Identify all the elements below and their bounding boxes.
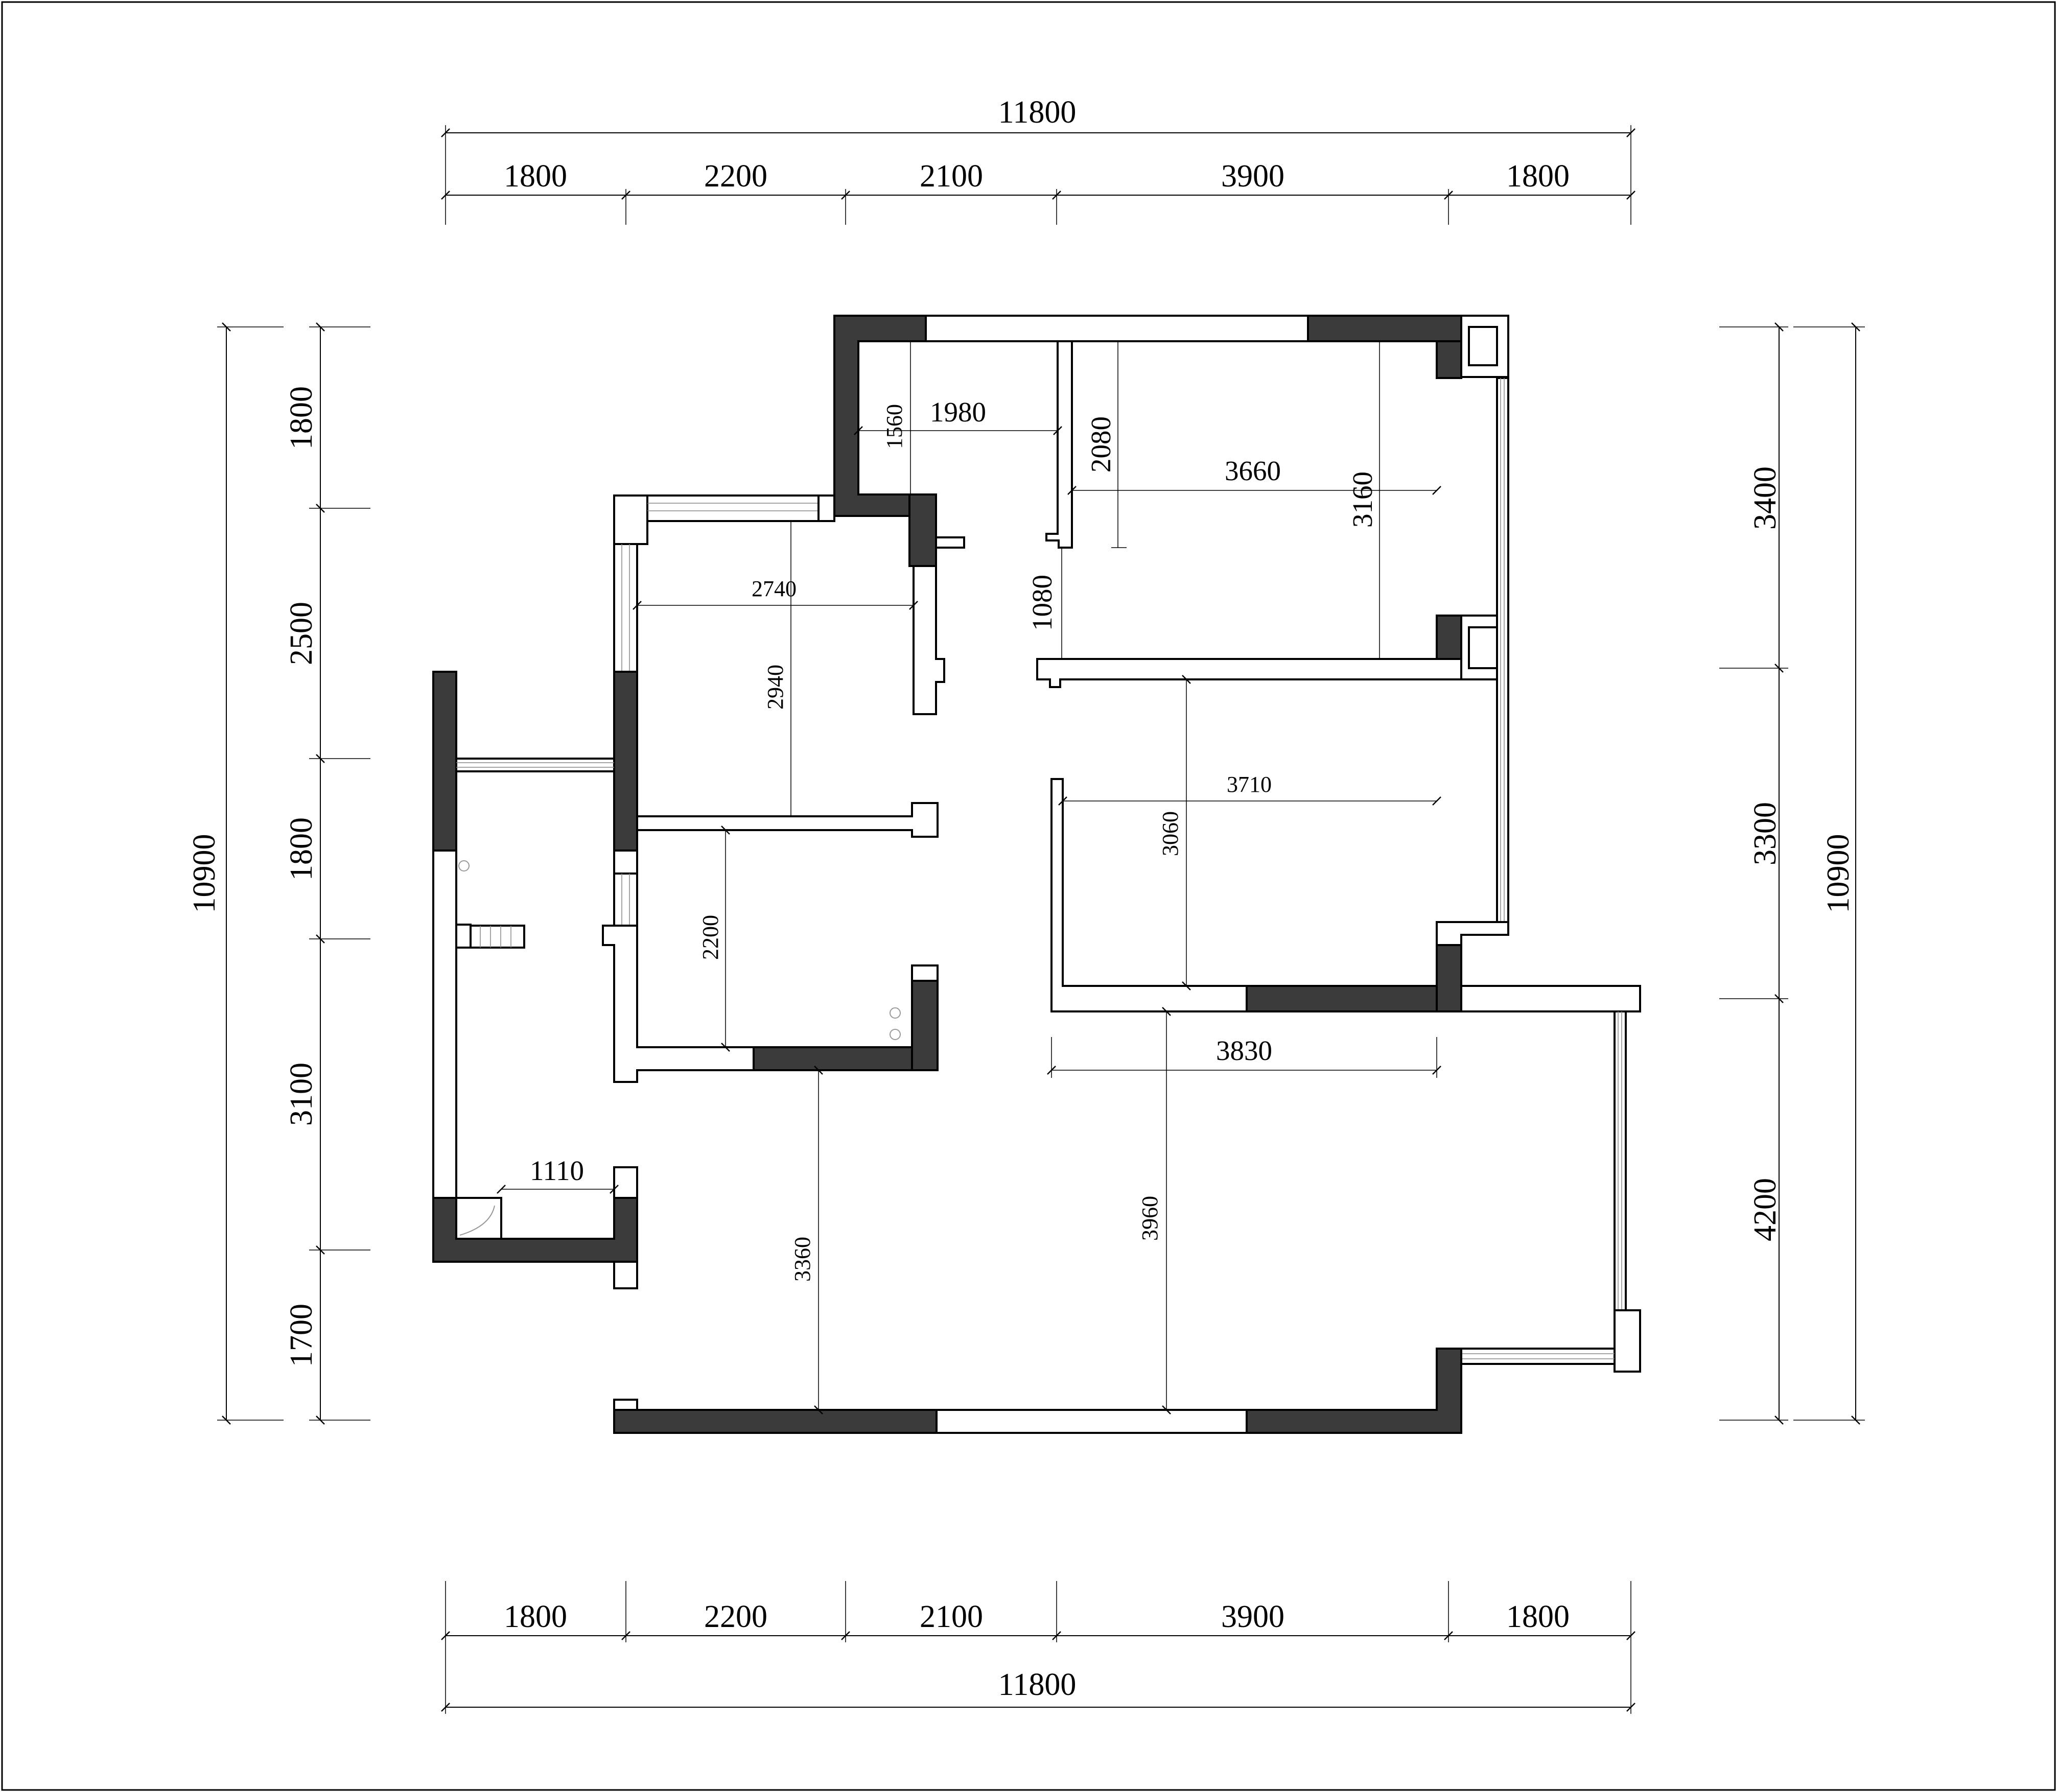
bottom-dimensions: 1800 2200 2100 3900 1800 11800 [441,1581,1635,1714]
wall-west-wing-stub [455,924,472,949]
bath-fixture-1 [890,1007,901,1019]
top-seg-5: 1800 [1506,159,1570,194]
top-total-label: 11800 [998,95,1077,130]
walls [432,315,1641,1434]
interior-dimensions: 1980 1560 2080 3660 3160 1080 2740 2940 … [497,341,1441,1414]
entry-depth-label: 1560 [882,404,907,449]
wall-balcony-stub-bottom [613,1261,638,1289]
living-depth-label: 3960 [1137,1196,1162,1241]
corridor-gap-label: 1080 [1026,575,1058,631]
left-seg-1: 1800 [284,386,319,450]
left-dimensions: 10900 1800 2500 1800 3100 1700 [187,322,370,1425]
top-seg-1: 1800 [504,159,567,194]
wall-west-wing-white [432,850,457,1199]
living-width-label: 3830 [1216,1035,1272,1066]
wall-corridor-west [913,565,945,715]
wall-entry-west [833,315,927,517]
window-bedrooms-east [1496,377,1509,931]
left-seg-4: 3100 [284,1063,319,1126]
bottom-seg-5: 1800 [1506,1599,1570,1634]
wall-nw-north-stub [817,494,835,522]
bedroom2-width-label: 3710 [1227,772,1272,797]
window-nw-north [646,494,820,522]
bathroom-depth-label: 2200 [698,915,723,960]
wall-living-north [1460,985,1641,1012]
wall-bedroom1-se-dark [1436,615,1462,662]
bath-fixture-2 [890,1029,901,1040]
balcony-appliance [455,1197,502,1240]
wall-bath-south-dark [753,1046,913,1071]
top-seg-2: 2200 [704,159,767,194]
wall-bedroom1-west [1045,340,1073,549]
wall-top-white [925,315,1309,342]
column-mid-right-inner [1468,626,1498,669]
left-seg-5: 1700 [284,1304,319,1367]
dining-depth-label: 3360 [790,1237,815,1282]
top-dimensions: 11800 1800 2200 2100 3900 1800 [441,95,1635,225]
balcony-width-label: 1110 [530,1155,584,1186]
wall-bedroom1-ne [1436,340,1462,379]
right-total-label: 10900 [1821,834,1856,913]
bedroom2-depth-label: 3060 [1158,811,1183,856]
entry-width-label: 1980 [930,396,986,428]
bottom-seg-4: 3900 [1221,1599,1284,1634]
wall-west-wing-dark [432,671,457,852]
window-bath-west [613,873,638,927]
wall-bath-east-dark [911,980,939,1071]
top-seg-4: 3900 [1221,159,1284,194]
window-living-east [1614,1010,1627,1311]
right-dimensions: 3400 3300 4200 10900 [1719,322,1865,1425]
column-top-right-inner [1468,326,1498,366]
wall-south-door [936,1409,1248,1434]
wall-nw-corner [613,494,648,545]
wall-living-east-pier [1614,1309,1641,1373]
wall-bedroom2-west [1050,778,1248,1012]
right-seg-1: 3400 [1748,466,1783,530]
wall-balcony-stub-top [613,1166,638,1199]
window-nw-west [613,543,638,673]
balcony-appliance-curve [459,1205,495,1236]
wall-south-east-dark [1246,1348,1462,1434]
bottom-seg-3: 2100 [920,1599,983,1634]
bedroom1-width-label: 3660 [1225,455,1281,486]
bottom-seg-2: 2200 [704,1599,767,1634]
wall-bedroom2-se-top [1436,921,1509,946]
bottom-total-label: 11800 [998,1667,1077,1702]
window-west-wing [455,758,615,772]
wall-entry-pillar [908,493,937,567]
nw-depth-label: 2940 [763,665,788,710]
window-west-wing-stub [470,925,525,949]
wall-bath-west [602,925,755,1083]
top-seg-3: 2100 [920,159,983,194]
wall-nw-sw-stub [613,850,638,875]
wall-nw-south [636,802,939,838]
left-total-label: 10900 [187,834,222,913]
right-seg-3: 4200 [1748,1178,1783,1241]
wall-entry-stub [935,536,965,549]
wall-nw-west-dark [613,671,638,852]
bedroom1-depth-label: 3160 [1347,471,1378,528]
nw-width-label: 2740 [752,576,797,601]
left-seg-2: 2500 [284,602,319,665]
wall-south-stub [613,1399,638,1411]
wall-bedroom2-south-dark [1246,985,1462,1012]
wall-south-west-dark [613,1409,938,1434]
wall-bedroom2-se-dark [1436,944,1462,1012]
left-seg-3: 1800 [284,817,319,881]
bottom-seg-1: 1800 [504,1599,567,1634]
bedroom1-left-label: 2080 [1085,416,1116,473]
west-fixture [458,860,470,871]
right-seg-2: 3300 [1748,802,1783,865]
wall-bedroom-divider [1036,658,1462,688]
window-living-se [1460,1348,1616,1365]
wall-bath-east-stub [911,964,939,982]
